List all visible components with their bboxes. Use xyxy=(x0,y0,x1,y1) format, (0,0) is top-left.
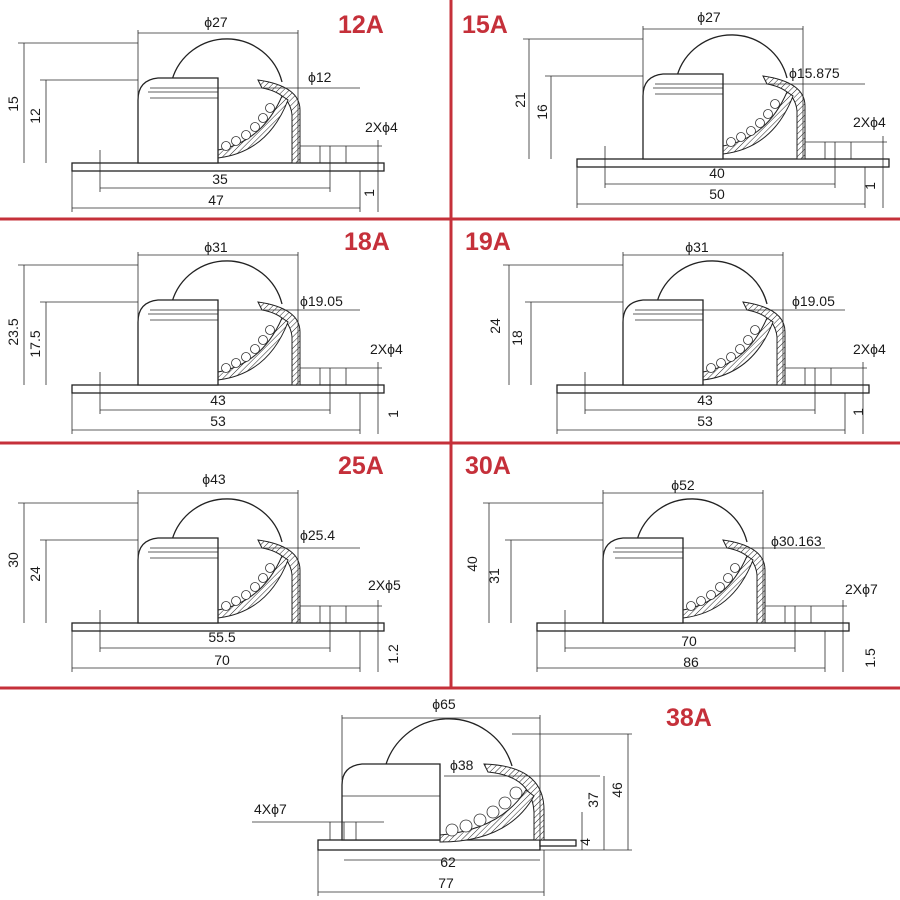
ball-diameter-label: ϕ43 xyxy=(202,471,226,487)
base-length-label: 50 xyxy=(709,186,725,202)
hole-spacing-label: 35 xyxy=(212,171,228,187)
stud-diameter-label: ϕ12 xyxy=(308,69,332,85)
hole-spacing-label: 70 xyxy=(681,633,697,649)
total-height-label: 30 xyxy=(5,552,21,568)
holes-label: 2Xϕ7 xyxy=(845,581,878,597)
base-length-label: 53 xyxy=(697,413,713,429)
stud-diameter-label: ϕ15.875 xyxy=(789,65,840,81)
model-label: 30A xyxy=(465,452,511,480)
holes-label: 2Xϕ4 xyxy=(853,341,886,357)
holes-label: 2Xϕ5 xyxy=(368,577,401,593)
ball-diameter-label: ϕ27 xyxy=(697,9,721,25)
model-label: 12A xyxy=(338,11,384,39)
ball-diameter-label: ϕ52 xyxy=(671,477,695,493)
model-label: 38A xyxy=(666,704,712,732)
base-length-label: 86 xyxy=(683,654,699,670)
hole-spacing-label: 43 xyxy=(697,392,713,408)
hole-spacing-label: 43 xyxy=(210,392,226,408)
base-length-label: 77 xyxy=(438,875,454,891)
holes-label: 4Xϕ7 xyxy=(254,801,287,817)
total-height-label: 24 xyxy=(487,318,503,334)
hole-spacing-label: 55.5 xyxy=(208,629,235,645)
base-length-label: 70 xyxy=(214,652,230,668)
ball-diameter-label: ϕ31 xyxy=(204,239,228,255)
total-height-label: 40 xyxy=(464,556,480,572)
model-label: 25A xyxy=(338,452,384,480)
ball-diameter-label: ϕ38 xyxy=(450,757,474,773)
stud-diameter-label: ϕ19.05 xyxy=(300,293,343,309)
outer-diameter-label: ϕ65 xyxy=(432,696,456,712)
stud-diameter-label: ϕ25.4 xyxy=(300,527,335,543)
body-height-label: 37 xyxy=(585,792,601,808)
model-label: 19A xyxy=(465,228,511,256)
body-height-label: 12 xyxy=(27,108,43,124)
total-height-label: 46 xyxy=(609,782,625,798)
model-label: 18A xyxy=(344,228,390,256)
panel-38a: 38A xyxy=(252,696,712,896)
total-height-label: 15 xyxy=(5,96,21,112)
ball-diameter-label: ϕ31 xyxy=(685,239,709,255)
thickness-label: 1.2 xyxy=(385,644,401,664)
thickness-label: 1 xyxy=(850,408,866,416)
base-length-label: 53 xyxy=(210,413,226,429)
body-height-label: 31 xyxy=(486,568,502,584)
panel-19a: 19A ϕ31 ϕ19.05 24 18 2Xϕ4 43 53 1 xyxy=(465,228,886,435)
panel-30a: 30A ϕ52 ϕ30.163 40 31 2Xϕ7 70 86 1.5 xyxy=(464,452,878,673)
panel-18a: 18A ϕ31 ϕ19.05 23.5 17.5 2Xϕ4 43 53 1 xyxy=(5,228,403,435)
thickness-label: 1 xyxy=(361,189,377,197)
panel-12a: 12A ϕ27 ϕ12 15 12 2Xϕ4 35 47 1 xyxy=(5,11,398,213)
model-label: 15A xyxy=(462,11,508,39)
stud-diameter-label: ϕ19.05 xyxy=(792,293,835,309)
body-height-label: 17.5 xyxy=(27,330,43,357)
stud-diameter-label: ϕ30.163 xyxy=(771,533,822,549)
base-length-label: 47 xyxy=(208,192,224,208)
hole-spacing-label: 62 xyxy=(440,854,456,870)
body-height-label: 16 xyxy=(534,104,550,120)
panel-25a: 25A ϕ43 ϕ25.4 30 24 2Xϕ5 55.5 70 1.2 xyxy=(5,452,401,673)
thickness-label: 1.5 xyxy=(862,648,878,668)
hole-spacing-label: 40 xyxy=(709,165,725,181)
thickness-label: 4 xyxy=(577,838,593,846)
holes-label: 2Xϕ4 xyxy=(365,119,398,135)
thickness-label: 1 xyxy=(862,182,878,190)
ball-diameter-label: ϕ27 xyxy=(204,14,228,30)
holes-label: 2Xϕ4 xyxy=(370,341,403,357)
body-height-label: 18 xyxy=(509,330,525,346)
total-height-label: 23.5 xyxy=(5,318,21,345)
body-height-label: 24 xyxy=(27,566,43,582)
holes-label: 2Xϕ4 xyxy=(853,114,886,130)
thickness-label: 1 xyxy=(385,410,401,418)
panel-15a: 15A ϕ27 ϕ15.875 21 16 2Xϕ4 40 50 1 xyxy=(462,9,890,209)
total-height-label: 21 xyxy=(512,92,528,108)
